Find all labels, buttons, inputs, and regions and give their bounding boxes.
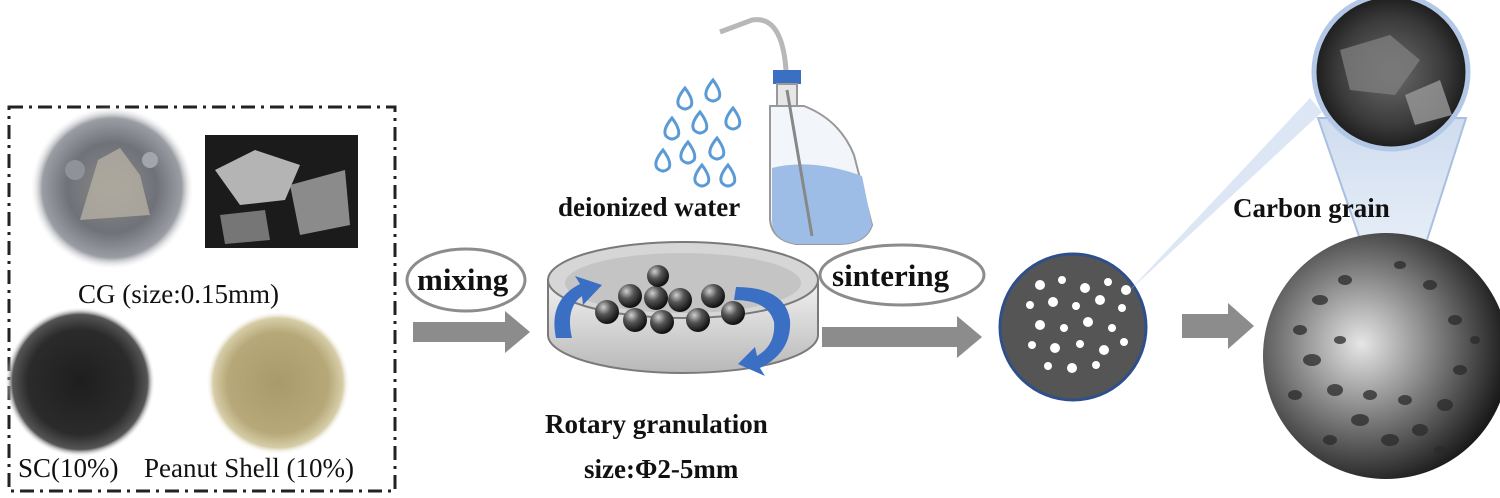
peanut-shell-powder-photo: [206, 311, 350, 455]
carbon-grain-label: Carbon grain: [1233, 193, 1390, 223]
carbon-grain-sphere: [1263, 233, 1500, 479]
peanut-shell-label: Peanut Shell (10%): [144, 453, 354, 483]
sintering-label: sintering: [832, 258, 950, 293]
cg-sem-image: [205, 135, 358, 248]
cg-powder-photo: [30, 106, 194, 270]
water-drops-icon: [654, 77, 742, 188]
granule-size-label: size:Φ2-5mm: [584, 454, 739, 484]
sc-label: SC(10%): [18, 453, 119, 483]
mixing-arrow: [413, 311, 530, 353]
sintered-pellet-section: [998, 252, 1148, 402]
cg-label: CG (size:0.15mm): [78, 279, 279, 309]
sintering-arrow: [822, 316, 982, 358]
sintering-ellipse: [818, 243, 986, 307]
rotation-arrow-right-icon: [734, 287, 791, 376]
wash-bottle-icon: [719, 17, 874, 245]
mixing-ellipse: [405, 247, 527, 313]
rotary-granulation-label: Rotary granulation: [545, 409, 768, 439]
product-arrow: [1182, 303, 1254, 349]
materials-frame: [7, 105, 397, 493]
deionized-water-label: deionized water: [558, 192, 741, 222]
sc-powder-photo: [5, 307, 155, 457]
carbon-grain-sem-magnified: [1311, 0, 1471, 152]
rotation-arrow-left-icon: [554, 276, 602, 338]
mixing-label: mixing: [417, 262, 509, 297]
